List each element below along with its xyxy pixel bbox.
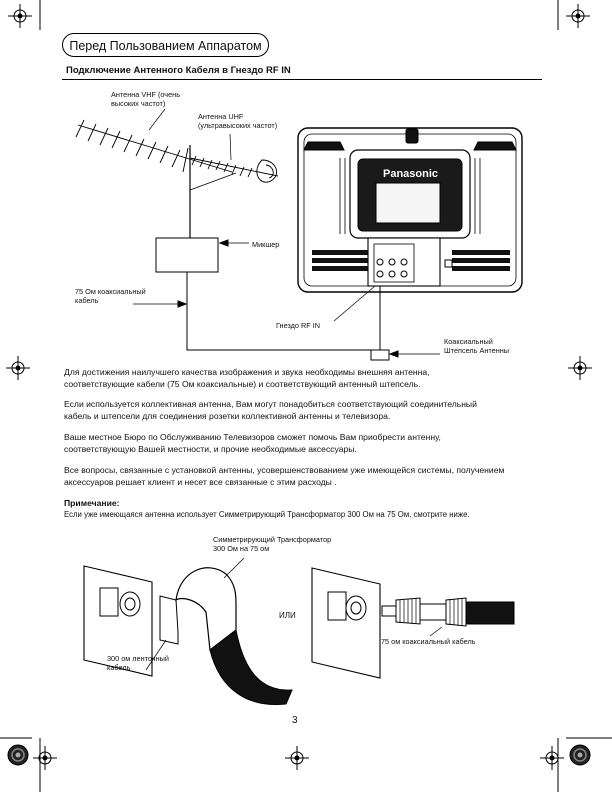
rf-in-jack-label: Гнездо RF IN xyxy=(276,321,321,330)
registration-mark-bottom-right xyxy=(540,746,564,770)
paragraph-4: Все вопросы, связанные с установкой анте… xyxy=(64,465,505,487)
vhf-antenna xyxy=(75,119,233,173)
paragraph-1: Для достижения наилучшего качества изобр… xyxy=(64,367,430,389)
mixer-label: Микшер xyxy=(252,240,280,249)
paragraph-3: Ваше местное Бюро по Обслуживанию Телеви… xyxy=(64,432,441,454)
registration-mark-top-right xyxy=(566,4,590,28)
color-target-bottom-left xyxy=(7,744,29,766)
page-title: Перед Пользованием Аппаратом xyxy=(62,33,269,57)
uhf-antenna-label: Антенна UHF(ультравысоких частот) xyxy=(198,112,278,130)
tv-rear-panel xyxy=(297,127,523,336)
registration-mark-bottom-center xyxy=(285,746,309,770)
registration-mark-bottom-left xyxy=(33,746,57,770)
paragraph-2: Если используется коллективная антенна, … xyxy=(64,399,477,421)
wall-plate-left xyxy=(83,565,153,677)
mixer-box xyxy=(155,237,219,273)
wall-plate-right xyxy=(311,567,381,679)
section-divider xyxy=(62,79,542,80)
coax-connector xyxy=(381,597,515,637)
or-label: ИЛИ xyxy=(279,611,296,620)
section-subtitle: Подключение Антенного Кабеля в Гнездо RF… xyxy=(66,65,291,76)
registration-mark-left-mid xyxy=(6,356,30,380)
page-number: 3 xyxy=(292,715,298,726)
note-text: Если уже имеющаяся антенна использует Си… xyxy=(64,510,470,519)
balun-transformer xyxy=(159,557,293,706)
antenna-plug xyxy=(370,349,390,361)
coax-75-label: 75 ом коаксиальный кабель xyxy=(381,637,476,646)
registration-mark-right-mid xyxy=(568,356,592,380)
note-heading: Примечание: xyxy=(64,498,120,508)
registration-mark-top-left xyxy=(8,4,32,28)
uhf-antenna xyxy=(189,155,279,183)
brand-logo: Panasonic xyxy=(383,168,438,180)
color-target-bottom-right xyxy=(569,744,591,766)
